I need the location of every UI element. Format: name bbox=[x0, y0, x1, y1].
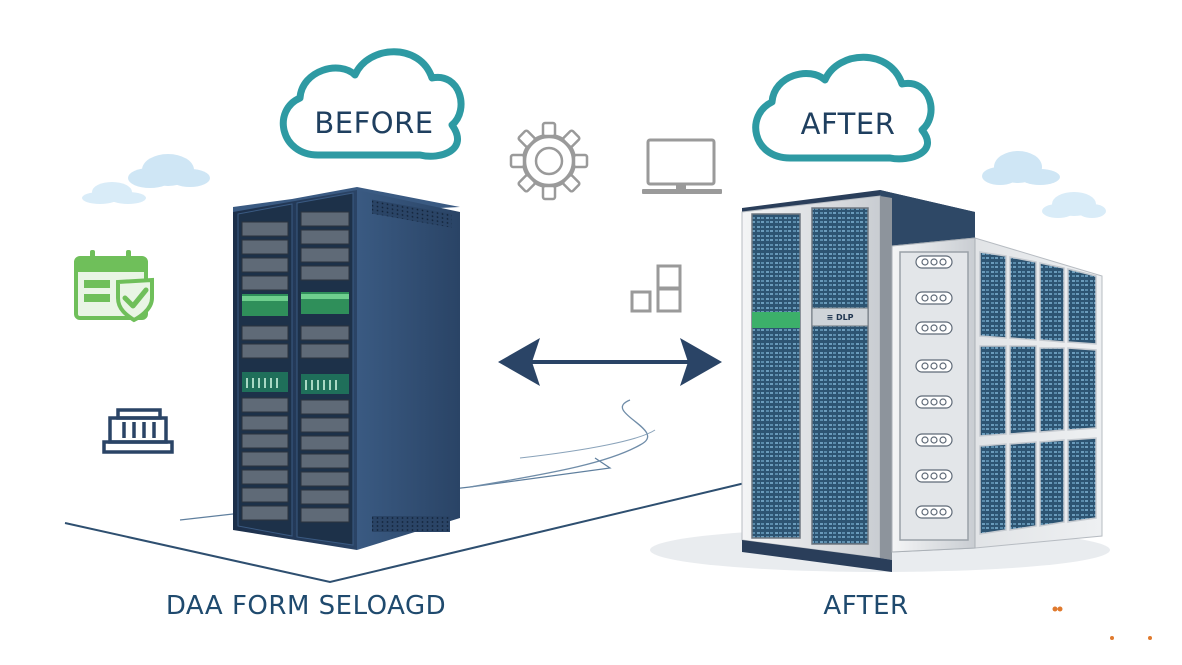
caption-left: DAA FORM SELOAGD bbox=[166, 591, 446, 621]
caption-right: AFTER bbox=[823, 591, 908, 621]
blocks-icon bbox=[630, 264, 682, 313]
cloud-small-left bbox=[82, 154, 210, 204]
cloud-small-right bbox=[982, 151, 1106, 218]
before-cloud: BEFORE bbox=[279, 48, 465, 160]
monitor-icon bbox=[642, 138, 722, 194]
after-server-rack: ≡ DLP bbox=[741, 190, 1103, 572]
before-status-strip bbox=[242, 292, 349, 394]
calendar-check-icon bbox=[74, 250, 154, 323]
decor-dots bbox=[1052, 606, 1152, 640]
before-server-rack bbox=[233, 187, 460, 550]
chassis-label: ≡ DLP bbox=[826, 313, 853, 322]
after-cloud: AFTER bbox=[752, 53, 935, 163]
side-bays bbox=[979, 251, 1097, 535]
after-label: AFTER bbox=[801, 107, 896, 141]
gear-icon bbox=[509, 121, 589, 201]
double-arrow-icon bbox=[498, 338, 722, 386]
drive-bays bbox=[915, 255, 953, 519]
cash-register-icon bbox=[102, 408, 174, 454]
before-label: BEFORE bbox=[314, 106, 433, 140]
after-status-strip bbox=[752, 312, 800, 328]
